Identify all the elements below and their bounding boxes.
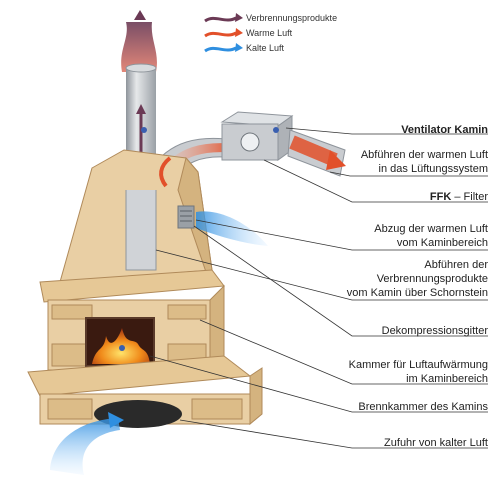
chimney-pipe-top: [125, 63, 157, 73]
leader-grille: [193, 225, 488, 337]
callout-combustion: Brennkammer des Kamins: [358, 401, 488, 413]
smoke-inside-arrowhead: [136, 104, 146, 114]
leader-lines: [149, 127, 488, 449]
legend-label-smoke: Verbrennungsprodukte: [246, 13, 338, 23]
callout-heating-chamber: Kammer für Luftaufwärmung im Kaminbereic…: [348, 359, 488, 385]
legend-warm-arrowhead: [235, 28, 243, 37]
smoke-top-arrowhead: [134, 10, 146, 20]
legend-smoke-arrow: [204, 16, 237, 23]
hood-inner-pipe: [125, 190, 157, 271]
leader-warm-extract: [195, 219, 488, 251]
callout-filter-bold: FFK: [429, 191, 452, 203]
callout-filter-text: – Filter: [451, 191, 488, 203]
ventilator-marker: [273, 127, 279, 133]
legend-cold-arrowhead: [235, 43, 243, 52]
ventilator-fan-icon: [240, 132, 260, 152]
callout-cold-intake: Zufuhr von kalter Luft: [384, 437, 488, 449]
base-stone: [47, 398, 93, 420]
leader-smoke: [155, 249, 488, 301]
legend-smoke-arrowhead: [235, 13, 243, 22]
grille-frame: [177, 205, 195, 229]
callout-ventilator-bold: Ventilator Kamin: [401, 124, 488, 136]
pipe-marker: [141, 127, 147, 133]
legend-warm-arrow: [204, 31, 237, 38]
callout-warm-extract: Abzug der warmen Luft vom Kaminbereich: [374, 223, 488, 249]
base-stone: [191, 398, 243, 420]
callout-outlet: Abführen der warmen Luft in das Lüftungs…: [360, 149, 488, 175]
stone-block: [51, 304, 93, 320]
grille-cold-air: [196, 211, 268, 246]
fireplace-base-side: [249, 367, 263, 426]
leader-outlet: [329, 171, 488, 177]
firebox-marker: [119, 345, 125, 351]
smoke-plume: [121, 22, 157, 72]
legend-label-cold: Kalte Luft: [246, 43, 285, 53]
legend-label-warm: Warme Luft: [246, 28, 293, 38]
callout-grille: Dekompressionsgitter: [381, 325, 488, 337]
callout-filter: FFK – Filter: [430, 190, 488, 204]
hood-warm-arrow: [159, 156, 172, 188]
stone-block: [167, 304, 207, 320]
callout-ventilator: Ventilator Kamin: [401, 123, 488, 137]
outlet-warm-arrowhead: [326, 150, 346, 170]
leader-filter: [263, 159, 488, 203]
cold-air-intake-arrowhead: [108, 412, 124, 428]
legend-cold-arrow: [204, 46, 237, 53]
outlet-warm-arrow: [289, 135, 338, 167]
callout-smoke: Abführen der Verbrennungsprodukte vom Ka…: [346, 259, 488, 299]
leader-combustion: [149, 355, 488, 413]
leader-heating-chamber: [199, 319, 488, 385]
legend: [204, 13, 243, 53]
cold-air-intake-plume: [50, 418, 120, 475]
ventilator-unit: [220, 111, 294, 161]
leader-cold-intake: [179, 419, 488, 449]
decompression-grille: [177, 205, 195, 229]
leader-ventilator: [285, 127, 488, 135]
